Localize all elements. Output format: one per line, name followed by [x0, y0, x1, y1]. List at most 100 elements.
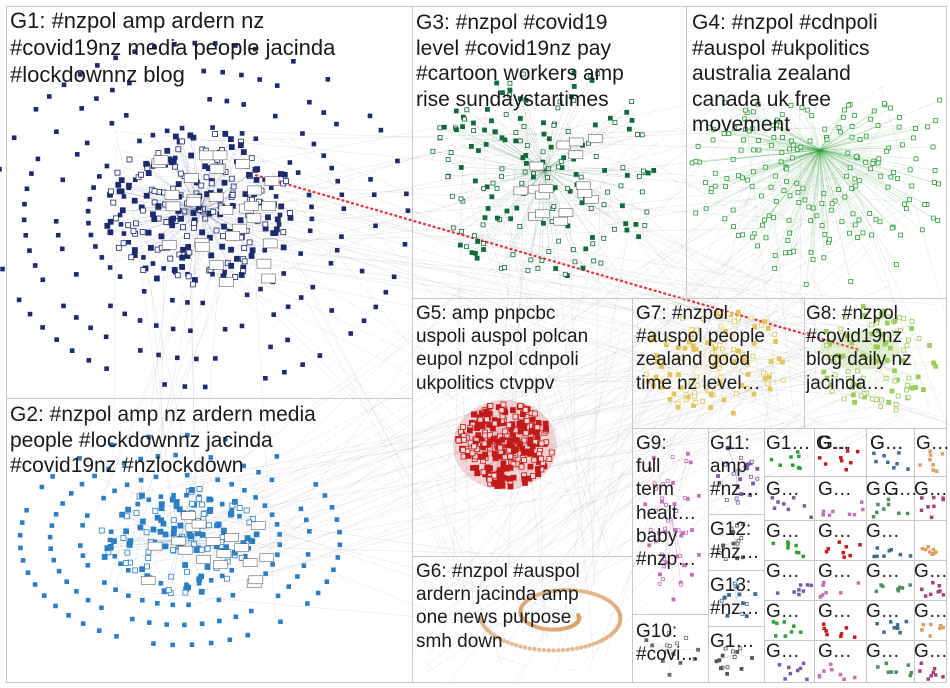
node [75, 152, 79, 156]
node [572, 84, 576, 88]
node-tag [187, 197, 201, 206]
node [232, 499, 237, 504]
node [874, 460, 877, 463]
edge [655, 483, 672, 520]
node [752, 148, 756, 152]
node-tag [262, 201, 276, 210]
node [876, 503, 879, 506]
edge [268, 217, 941, 417]
node [807, 205, 811, 209]
node [102, 554, 107, 559]
node [308, 229, 312, 233]
node [384, 290, 388, 294]
node [929, 593, 932, 596]
node [904, 207, 908, 211]
node [827, 238, 831, 242]
node [472, 234, 476, 238]
node [108, 230, 113, 235]
node [78, 544, 82, 548]
node [541, 121, 545, 125]
node [808, 139, 812, 143]
node [788, 147, 792, 151]
node [886, 315, 890, 319]
node [668, 631, 671, 634]
node [843, 678, 846, 681]
node [335, 248, 339, 252]
node [764, 236, 768, 240]
node [792, 249, 796, 253]
node [247, 240, 252, 245]
node [772, 620, 775, 623]
node [862, 313, 866, 317]
node [156, 454, 160, 458]
node [654, 375, 658, 379]
node-tag [569, 138, 583, 146]
node [909, 674, 912, 677]
node [907, 664, 910, 667]
node [518, 644, 522, 648]
node [876, 622, 879, 625]
node [74, 272, 78, 276]
node [178, 171, 183, 176]
node [316, 591, 320, 595]
node [140, 208, 145, 213]
node [178, 523, 183, 528]
node [719, 356, 723, 360]
node [454, 109, 458, 113]
node [461, 125, 465, 129]
node [746, 362, 750, 366]
node [927, 505, 930, 508]
node [171, 518, 176, 523]
node [896, 623, 899, 626]
node [797, 588, 800, 591]
node [683, 496, 686, 499]
node [322, 111, 326, 115]
node [221, 528, 226, 533]
node [314, 482, 318, 486]
node [736, 310, 740, 314]
node [745, 615, 748, 618]
node [151, 642, 155, 646]
node [883, 309, 887, 313]
node [442, 125, 446, 129]
node [648, 468, 651, 471]
node [335, 518, 339, 522]
edge [718, 362, 783, 380]
node [742, 358, 746, 362]
node [307, 193, 311, 197]
node [740, 383, 744, 387]
node [170, 298, 174, 302]
node [199, 502, 204, 507]
node [726, 666, 729, 669]
node [88, 197, 92, 201]
node [299, 252, 303, 256]
node [939, 590, 942, 593]
node [932, 361, 936, 365]
node [874, 218, 878, 222]
node [676, 373, 680, 377]
node [897, 316, 901, 320]
node [123, 312, 127, 316]
node [722, 132, 726, 136]
node [277, 222, 281, 226]
node [229, 263, 234, 268]
node [140, 229, 145, 234]
edge [542, 404, 887, 468]
node [676, 642, 679, 645]
node [733, 655, 736, 658]
node [693, 394, 697, 398]
node [724, 354, 728, 358]
node [171, 327, 175, 331]
node [254, 137, 258, 141]
node [51, 474, 55, 478]
node [105, 164, 109, 168]
node [556, 106, 560, 110]
node [759, 194, 763, 198]
node [927, 678, 930, 681]
node [529, 258, 533, 262]
node [152, 45, 156, 49]
node-tag [195, 243, 209, 252]
node [108, 189, 113, 194]
node [273, 114, 277, 118]
node [404, 192, 408, 196]
